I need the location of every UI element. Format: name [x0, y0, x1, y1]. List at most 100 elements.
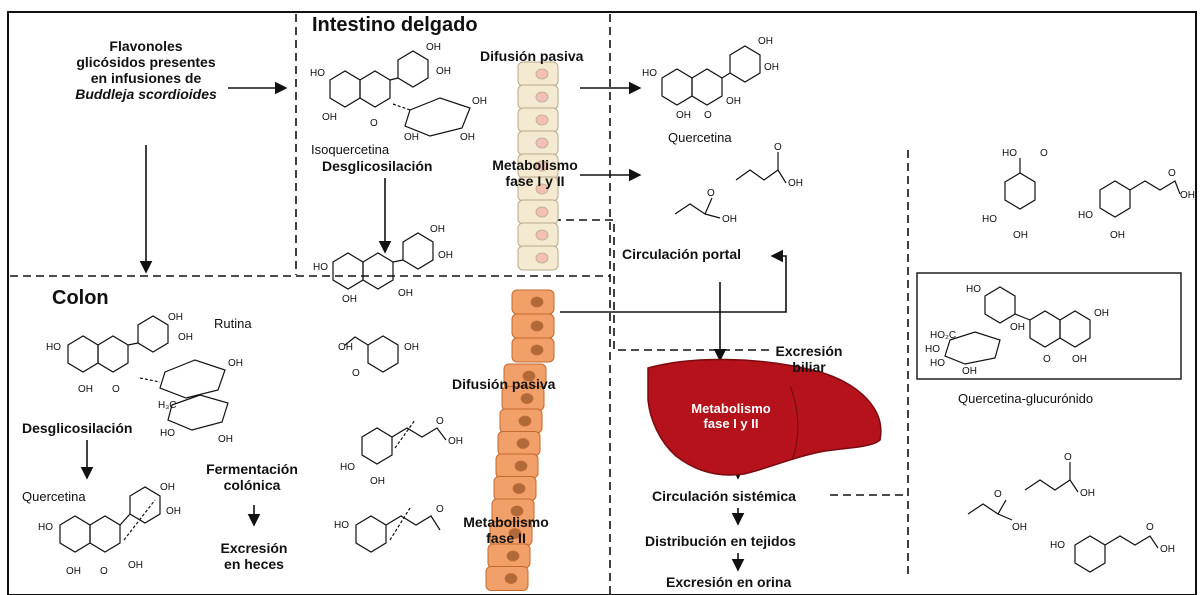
svg-text:OH: OH: [338, 342, 353, 353]
svg-text:O: O: [707, 188, 715, 199]
svg-text:HO: HO: [1050, 540, 1065, 551]
cell-nucleus: [530, 344, 544, 356]
cell-nucleus: [514, 460, 528, 472]
svg-text:HO: HO: [340, 462, 355, 473]
svg-text:O: O: [1040, 148, 1048, 159]
label-tissue-distribution: Distribución en tejidos: [645, 533, 796, 549]
label-colon-quercetina: Quercetina: [22, 489, 86, 504]
cell-nucleus: [535, 160, 549, 172]
cell-nucleus: [535, 183, 549, 195]
svg-text:H₃C: H₃C: [158, 400, 177, 411]
svg-text:OH: OH: [166, 506, 181, 517]
cell-nucleus: [530, 296, 544, 308]
svg-text:HO: HO: [1002, 148, 1017, 159]
cell-nucleus: [520, 393, 534, 404]
svg-text:HO: HO: [313, 262, 328, 273]
svg-text:O: O: [1146, 522, 1154, 533]
label-rutina: Rutina: [214, 316, 252, 331]
svg-text:O: O: [1064, 452, 1072, 463]
label-colon-deglycosylation: Desglicosilación: [22, 420, 133, 436]
svg-text:HO: HO: [38, 522, 53, 533]
svg-text:OH: OH: [1072, 354, 1087, 365]
cell-nucleus: [535, 114, 549, 126]
source-text: Flavonoles glicósidos presentes en infus…: [75, 38, 217, 103]
svg-text:OH: OH: [218, 434, 233, 445]
label-biliary-excretion: Excresión biliar: [775, 343, 843, 376]
svg-text:OH: OH: [962, 366, 977, 377]
svg-text:OH: OH: [430, 224, 445, 235]
svg-text:HO: HO: [925, 344, 940, 355]
svg-text:HO: HO: [982, 214, 997, 225]
cell-nucleus: [535, 137, 549, 149]
svg-text:OH: OH: [472, 96, 487, 107]
svg-text:HO: HO: [930, 358, 945, 369]
cell-nucleus: [506, 550, 520, 562]
svg-text:OH: OH: [1013, 230, 1028, 241]
svg-text:OH: OH: [436, 66, 451, 77]
svg-text:HO: HO: [642, 68, 657, 79]
cell-nucleus: [510, 505, 524, 517]
cell-nucleus: [512, 483, 526, 494]
svg-text:O: O: [100, 566, 108, 577]
svg-text:OH: OH: [398, 288, 413, 299]
cell-nucleus: [508, 528, 522, 539]
region-borders: [10, 14, 909, 595]
cell-nucleus: [504, 573, 518, 584]
cell-nucleus: [522, 370, 536, 382]
label-portal-circulation: Circulación portal: [622, 246, 742, 262]
svg-text:HO: HO: [334, 520, 349, 531]
svg-text:O: O: [352, 368, 360, 379]
svg-text:O: O: [1168, 168, 1176, 179]
svg-text:OH: OH: [168, 312, 183, 323]
cell-nucleus: [535, 91, 549, 103]
liver-shape: [647, 358, 882, 476]
svg-text:O: O: [112, 384, 120, 395]
label-urine-excretion: Excresión en orina: [666, 574, 792, 590]
label-glucuronide: Quercetina-glucurónido: [958, 391, 1094, 406]
svg-text:O: O: [436, 416, 444, 427]
small-intestine-epithelium: [517, 61, 559, 271]
svg-text:OH: OH: [1010, 322, 1025, 333]
svg-text:OH: OH: [764, 62, 779, 73]
svg-text:O: O: [370, 118, 378, 129]
label-systemic-circulation: Circulación sistémica: [652, 488, 796, 504]
svg-text:OH: OH: [342, 294, 357, 305]
svg-text:OH: OH: [676, 110, 691, 121]
svg-text:OH: OH: [178, 332, 193, 343]
label-si-metabolism: Metabolismo fase I y II: [492, 157, 578, 190]
svg-text:OH: OH: [1080, 488, 1095, 499]
label-si-passive-diffusion: Difusión pasiva: [480, 48, 584, 64]
cell-nucleus: [516, 438, 530, 449]
svg-text:O: O: [1043, 354, 1051, 365]
svg-text:OH: OH: [722, 214, 737, 225]
svg-text:OH: OH: [228, 358, 243, 369]
svg-text:OH: OH: [438, 250, 453, 261]
region-title-small-intestine: Intestino delgado: [312, 14, 478, 36]
label-colon-passive-diffusion: Difusión pasiva: [452, 376, 556, 392]
svg-text:OH: OH: [1160, 544, 1175, 555]
label-si-quercetina: Quercetina: [668, 130, 732, 145]
outer-frame: [7, 11, 1197, 595]
svg-text:O: O: [436, 504, 444, 515]
colon-epithelium: [485, 289, 555, 591]
svg-text:O: O: [994, 489, 1002, 500]
svg-text:HO: HO: [46, 342, 61, 353]
svg-text:OH: OH: [460, 132, 475, 143]
svg-text:OH: OH: [1012, 522, 1027, 533]
svg-text:OH: OH: [404, 342, 419, 353]
svg-text:HO: HO: [310, 68, 325, 79]
svg-text:OH: OH: [128, 560, 143, 571]
label-fermentation: Fermentación colónica: [206, 461, 298, 494]
svg-text:OH: OH: [370, 476, 385, 487]
atom-labels: HO OH OH OH O OH OH OH HO OH OH OH OH O …: [38, 36, 1195, 577]
label-liver-metabolism: Metabolismo fase I y II: [691, 401, 771, 431]
svg-text:OH: OH: [322, 112, 337, 123]
cell-nucleus: [518, 415, 532, 427]
label-si-deglycosylation: Desglicosilación: [322, 158, 433, 174]
svg-text:HO₂C: HO₂C: [930, 330, 956, 341]
svg-text:OH: OH: [1110, 230, 1125, 241]
cell-nucleus: [535, 229, 549, 241]
svg-text:OH: OH: [1094, 308, 1109, 319]
cell-nucleus: [535, 206, 549, 218]
